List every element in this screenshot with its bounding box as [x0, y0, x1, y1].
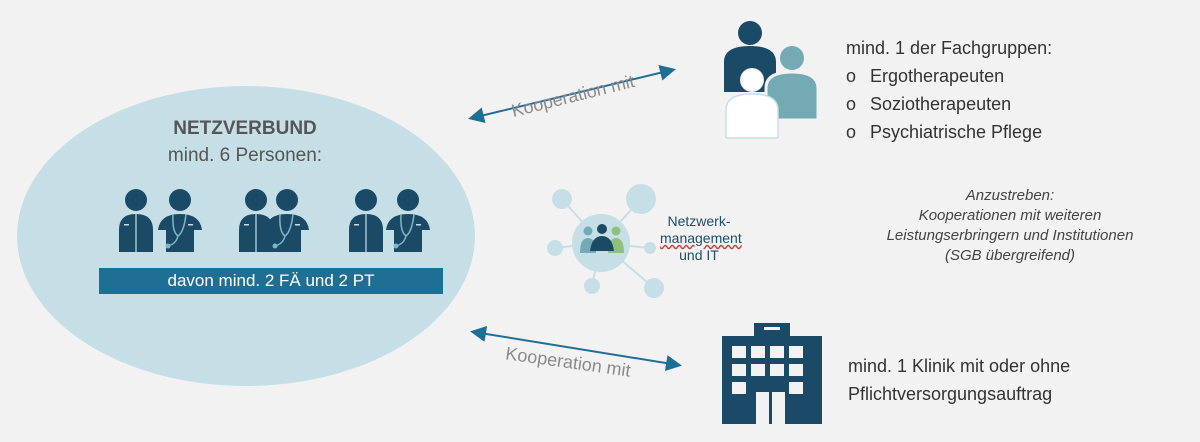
- anz-line3: Leistungserbringern und Institutionen: [886, 227, 1134, 244]
- fachgruppe-item: Ergotherapeuten: [846, 62, 1052, 90]
- klinik-line1: mind. 1 Klinik mit oder ohne: [848, 356, 1071, 376]
- fachgruppen-heading: mind. 1 der Fachgruppen:: [846, 38, 1053, 58]
- anzustreben-block: Anzustreben: Kooperationen mit weiteren …: [860, 186, 1160, 266]
- hospital-building-icon: [722, 323, 822, 424]
- anz-line4: (SGB übergreifend): [944, 247, 1076, 264]
- group-people-icon: [724, 21, 820, 139]
- anz-line1: Anzustreben:: [965, 187, 1055, 204]
- klinik-block: mind. 1 Klinik mit oder ohne Pflichtvers…: [848, 352, 1070, 408]
- anz-line2: Kooperationen mit weiteren: [918, 207, 1102, 224]
- arrow-top: [468, 65, 676, 123]
- netzverbund-title: NETZVERBUND: [173, 118, 317, 139]
- network-management-label: Netzwerk- management und IT: [660, 213, 742, 264]
- fachgruppen-block: mind. 1 der Fachgruppen: Ergotherapeuten…: [846, 34, 1052, 146]
- nm-line3: und IT: [679, 247, 719, 263]
- klinik-line2: Pflichtversorgungsauftrag: [848, 384, 1053, 404]
- nm-line1: Netzwerk-: [667, 213, 731, 229]
- network-hub-icon: [547, 184, 664, 298]
- fachgruppe-item: Psychiatrische Pflege: [846, 118, 1052, 146]
- fachgruppe-item: Soziotherapeuten: [846, 90, 1052, 118]
- netzverbund-banner: davon mind. 2 FÄ und 2 PT: [99, 268, 443, 294]
- nm-line2: management: [660, 230, 742, 246]
- netzverbund-subtitle: mind. 6 Personen:: [167, 145, 323, 166]
- arrow-bottom: [470, 326, 682, 371]
